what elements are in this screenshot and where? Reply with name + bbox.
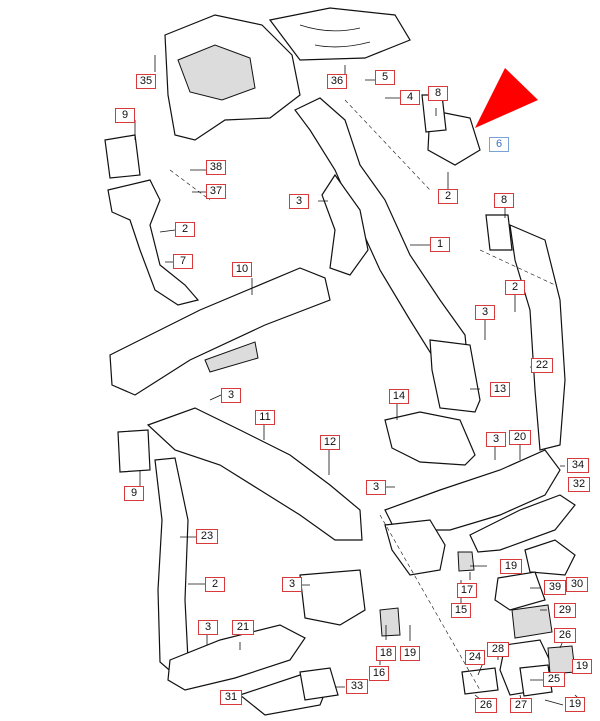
callout-24[interactable]: 24 <box>465 650 485 665</box>
callout-2-c[interactable]: 2 <box>505 280 525 295</box>
callout-13[interactable]: 13 <box>490 382 510 397</box>
callout-2-d[interactable]: 2 <box>205 577 225 592</box>
callout-28[interactable]: 28 <box>487 642 509 657</box>
callout-22[interactable]: 22 <box>531 358 553 373</box>
callout-12[interactable]: 12 <box>320 435 340 450</box>
block-26 <box>547 645 576 675</box>
callout-21[interactable]: 21 <box>232 620 254 635</box>
callout-35[interactable]: 35 <box>136 74 156 89</box>
callout-25[interactable]: 25 <box>543 672 565 687</box>
callout-1[interactable]: 1 <box>430 237 450 252</box>
callout-5[interactable]: 5 <box>375 70 395 85</box>
callout-19-b[interactable]: 19 <box>400 646 420 661</box>
callout-16[interactable]: 16 <box>369 666 389 681</box>
callout-7[interactable]: 7 <box>173 254 193 269</box>
callout-3-e[interactable]: 3 <box>366 480 386 495</box>
block-29 <box>511 604 553 639</box>
vent-9-upper <box>104 134 141 179</box>
callout-39[interactable]: 39 <box>544 580 566 595</box>
callout-37[interactable]: 37 <box>206 184 226 199</box>
callout-32[interactable]: 32 <box>568 477 590 492</box>
block-24 <box>461 667 499 695</box>
callout-27[interactable]: 27 <box>510 698 532 713</box>
duct-14 <box>384 411 476 466</box>
part-8-lower <box>485 214 513 251</box>
callout-30[interactable]: 30 <box>566 577 588 592</box>
callout-18[interactable]: 18 <box>376 646 396 661</box>
callout-14[interactable]: 14 <box>389 389 409 404</box>
callout-3-g[interactable]: 3 <box>198 620 218 635</box>
callout-19-a[interactable]: 19 <box>500 559 522 574</box>
duct-21 <box>167 624 306 691</box>
vent-9-lower <box>117 429 151 473</box>
callout-11[interactable]: 11 <box>255 410 275 425</box>
callout-23[interactable]: 23 <box>196 529 218 544</box>
callout-26-b[interactable]: 26 <box>475 698 497 713</box>
part-33 <box>299 667 339 701</box>
callout-8-lower[interactable]: 8 <box>494 193 514 208</box>
callout-26-a[interactable]: 26 <box>554 628 576 643</box>
bracket-15 <box>384 519 446 576</box>
callout-17[interactable]: 17 <box>457 583 477 598</box>
bracket-18 <box>379 607 401 637</box>
block-39 <box>494 571 546 611</box>
callout-29[interactable]: 29 <box>554 603 576 618</box>
callout-3-a[interactable]: 3 <box>289 194 309 209</box>
duct-30 <box>524 539 576 576</box>
callout-2-b[interactable]: 2 <box>175 222 195 237</box>
callout-33[interactable]: 33 <box>346 679 368 694</box>
callout-19-c[interactable]: 19 <box>572 659 592 674</box>
clip-17 <box>457 551 475 572</box>
heater-unit <box>164 7 411 141</box>
highlight-arrow-icon <box>475 68 538 128</box>
duct-23 <box>154 457 189 676</box>
callout-9-upper[interactable]: 9 <box>115 108 135 123</box>
callout-3-b[interactable]: 3 <box>475 305 495 320</box>
callout-10[interactable]: 10 <box>232 262 252 277</box>
duct-7 <box>107 179 200 306</box>
duct-10 <box>109 267 331 396</box>
callout-19-d[interactable]: 19 <box>565 697 585 712</box>
duct-11 <box>146 407 363 541</box>
guide-lines <box>169 99 556 691</box>
callout-6[interactable]: 6 <box>489 137 509 152</box>
callout-34[interactable]: 34 <box>567 458 589 473</box>
callout-31[interactable]: 31 <box>220 690 242 705</box>
duct-32 <box>469 494 576 553</box>
callout-15[interactable]: 15 <box>451 603 471 618</box>
callout-4[interactable]: 4 <box>400 90 420 105</box>
duct-1 <box>294 97 471 396</box>
callout-20[interactable]: 20 <box>509 430 531 445</box>
callout-36[interactable]: 36 <box>327 74 347 89</box>
duct-22 <box>509 224 566 451</box>
callout-38[interactable]: 38 <box>206 160 226 175</box>
callout-3-d[interactable]: 3 <box>486 432 506 447</box>
callout-9-lower[interactable]: 9 <box>124 486 144 501</box>
callout-8-upper[interactable]: 8 <box>428 86 448 101</box>
callout-3-c[interactable]: 3 <box>221 388 241 403</box>
callout-3-f[interactable]: 3 <box>282 577 302 592</box>
duct-13 <box>429 339 481 413</box>
callout-2-a[interactable]: 2 <box>438 189 458 204</box>
bracket-16 <box>299 569 366 626</box>
